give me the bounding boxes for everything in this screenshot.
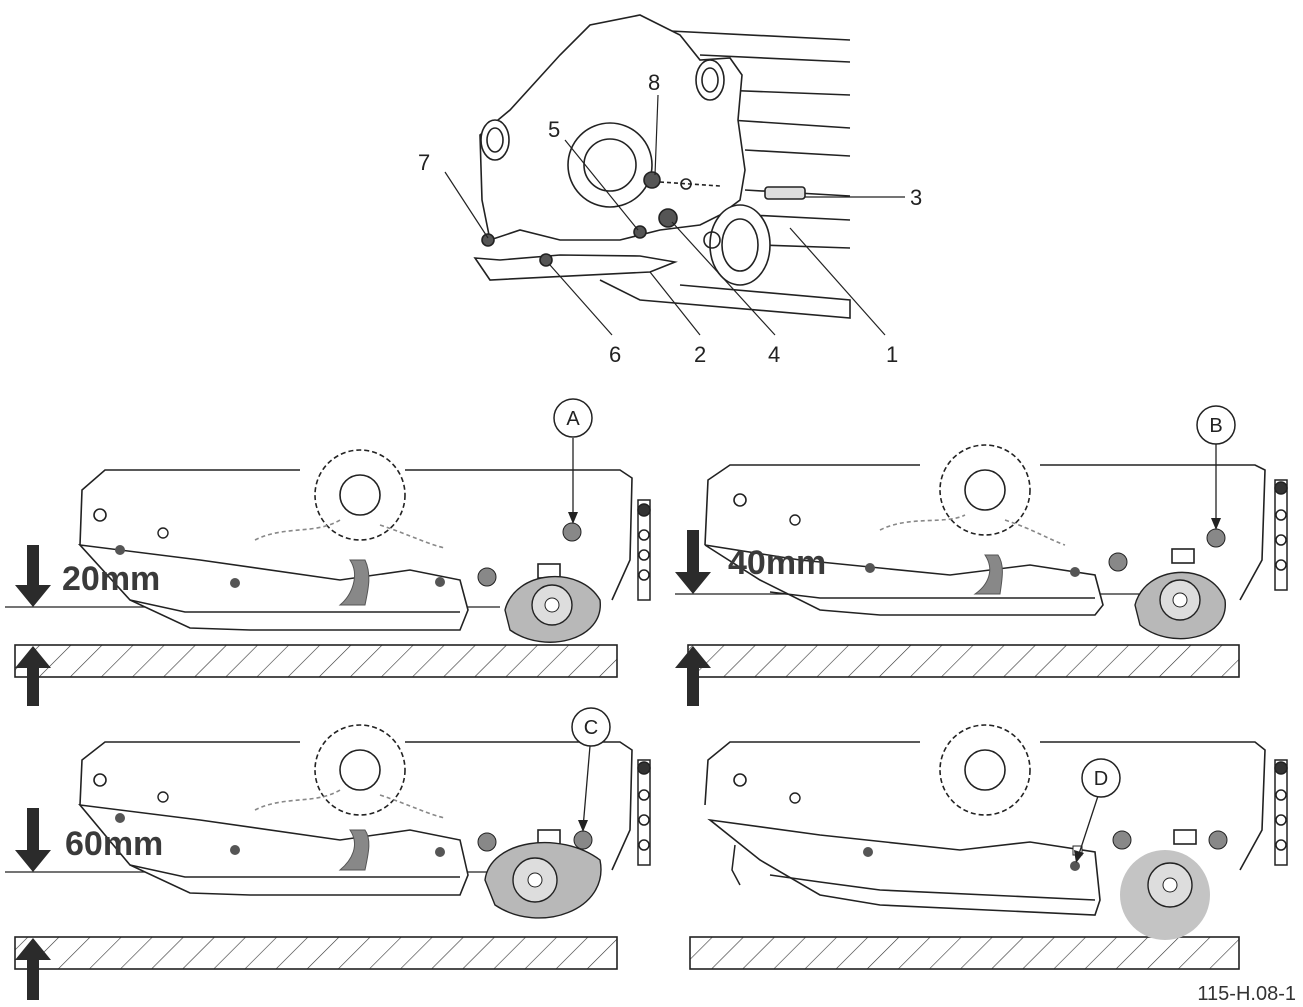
depth-label-b: 40mm	[728, 544, 826, 582]
depth-label-a: 20mm	[62, 560, 160, 598]
callout-label-a: A	[566, 408, 580, 430]
leader-lines	[444, 94, 905, 336]
panel-a: A 20mm	[5, 398, 651, 706]
callout-circle-b	[1196, 405, 1236, 445]
top-assembly-view	[473, 14, 851, 319]
down-arrow-icon	[15, 808, 51, 872]
down-arrow-icon	[15, 545, 51, 607]
depth-label-c: 60mm	[65, 825, 163, 863]
part-number-1: 1	[886, 342, 898, 367]
callout-circle-c	[571, 707, 611, 747]
ground-hatch	[687, 644, 1240, 678]
down-arrow-icon	[675, 530, 711, 594]
panel-d: D	[689, 724, 1288, 970]
panel-c: C 60mm	[5, 707, 651, 1000]
callout-label-b: B	[1209, 415, 1222, 437]
ground-hatch	[14, 644, 618, 678]
figure-id: 115-H.08-1	[1197, 983, 1296, 1005]
part-number-3: 3	[910, 185, 922, 210]
ground-hatch	[14, 936, 618, 970]
panel-b: B 40mm	[675, 405, 1288, 706]
part-number-6: 6	[609, 342, 621, 367]
callout-label-d: D	[1094, 768, 1108, 790]
up-arrow-icon	[675, 646, 711, 706]
ground-hatch	[689, 936, 1240, 970]
callout-label-c: C	[584, 717, 598, 739]
part-number-8: 8	[648, 70, 660, 95]
callout-circle-a	[553, 398, 593, 438]
up-arrow-icon	[15, 646, 51, 706]
part-number-5: 5	[548, 117, 560, 142]
up-arrow-icon	[15, 938, 51, 1000]
callout-circle-d	[1081, 758, 1121, 798]
part-number-7: 7	[418, 150, 430, 175]
part-number-2: 2	[694, 342, 706, 367]
part-number-4: 4	[768, 342, 780, 367]
